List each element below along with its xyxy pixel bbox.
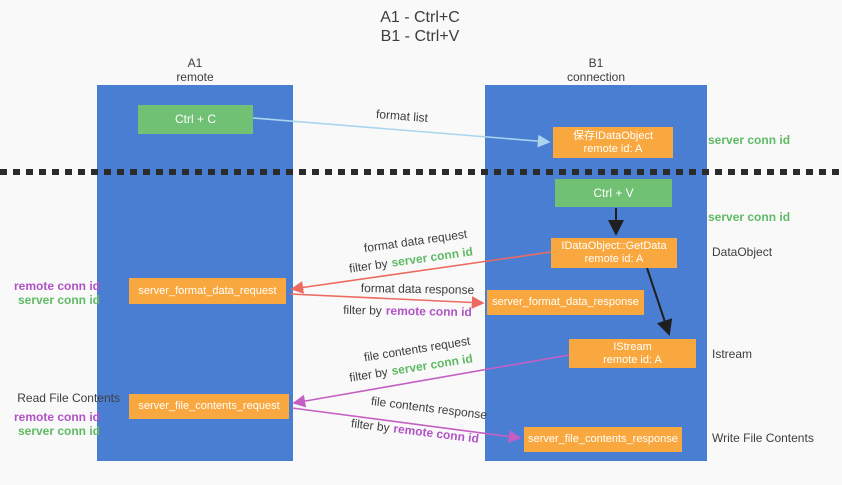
label-file-contents-response: file contents response: [370, 393, 488, 423]
left-format-remote-conn-id: remote conn id: [13, 279, 100, 293]
lifeline-b1-role: connection: [566, 70, 626, 84]
left-format-server-conn-id: server conn id: [17, 293, 100, 307]
save-idataobject-line2: remote id: A: [583, 142, 643, 155]
node-idataobject-getdata: IDataObject::GetData remote id: A: [551, 238, 677, 268]
save-idataobject-line1: 保存IDataObject: [572, 129, 654, 142]
file-contents-response-filter-prefix: filter by: [350, 416, 391, 435]
lifeline-header-a1: A1 remote: [97, 56, 293, 84]
istream-line2: remote id: A: [603, 353, 662, 366]
node-save-idataobject: 保存IDataObject remote id: A: [553, 127, 673, 158]
ctrl-c-label: Ctrl + C: [174, 112, 216, 126]
label-format-list: format list: [375, 106, 429, 126]
lifeline-a1-name: A1: [187, 56, 203, 70]
left-file-remote-conn-id: remote conn id: [13, 410, 100, 424]
annotation-write-file-contents: Write File Contents: [712, 431, 814, 445]
lifeline-a1-role: remote: [176, 70, 214, 84]
file-contents-request-filter-prefix: filter by: [348, 364, 389, 385]
format-data-response-filter-value: remote conn id: [385, 303, 472, 320]
annotation-read-file-contents: Read File Contents: [17, 391, 120, 405]
annotation-left-file-ids: remote conn id server conn id: [0, 410, 100, 438]
label-format-data-response: format data response: [360, 281, 475, 297]
getdata-line2: remote id: A: [584, 253, 644, 265]
left-file-server-conn-id: server conn id: [17, 424, 100, 438]
lifeline-b1-name: B1: [588, 56, 604, 70]
diagram-title: A1 - Ctrl+C B1 - Ctrl+V: [300, 8, 540, 46]
file-response-label: server_file_contents_response: [528, 433, 678, 445]
title-line-2: B1 - Ctrl+V: [380, 28, 460, 45]
annotation-istream: Istream: [712, 347, 753, 361]
node-server-format-data-response: server_format_data_response: [487, 290, 644, 315]
annotation-server-conn-id-top: server conn id: [708, 133, 791, 147]
annotation-dataobject: DataObject: [712, 245, 773, 259]
dashed-separator-line: [0, 169, 842, 175]
title-line-1: A1 - Ctrl+C: [380, 9, 460, 26]
istream-line1: IStream: [613, 340, 652, 353]
node-ctrl-c: Ctrl + C: [138, 105, 253, 134]
lifeline-header-b1: B1 connection: [485, 56, 707, 84]
format-data-response-filter-prefix: filter by: [343, 302, 382, 318]
format-request-label: server_format_data_request: [138, 284, 277, 297]
annotation-left-format-ids: remote conn id server conn id: [0, 279, 100, 307]
annotation-server-conn-id-mid: server conn id: [708, 210, 791, 224]
format-response-label: server_format_data_response: [492, 296, 639, 308]
node-server-file-contents-request: server_file_contents_request: [129, 394, 289, 419]
node-server-format-data-request: server_format_data_request: [129, 278, 286, 304]
node-server-file-contents-response: server_file_contents_response: [524, 427, 682, 452]
node-ctrl-v: Ctrl + V: [555, 179, 672, 207]
format-data-request-filter-prefix: filter by: [348, 256, 389, 276]
getdata-line1: IDataObject::GetData: [561, 240, 667, 252]
node-istream: IStream remote id: A: [569, 339, 696, 368]
ctrl-v-label: Ctrl + V: [593, 185, 634, 200]
file-request-label: server_file_contents_request: [138, 400, 280, 412]
file-contents-response-filter-value: remote conn id: [392, 421, 480, 446]
